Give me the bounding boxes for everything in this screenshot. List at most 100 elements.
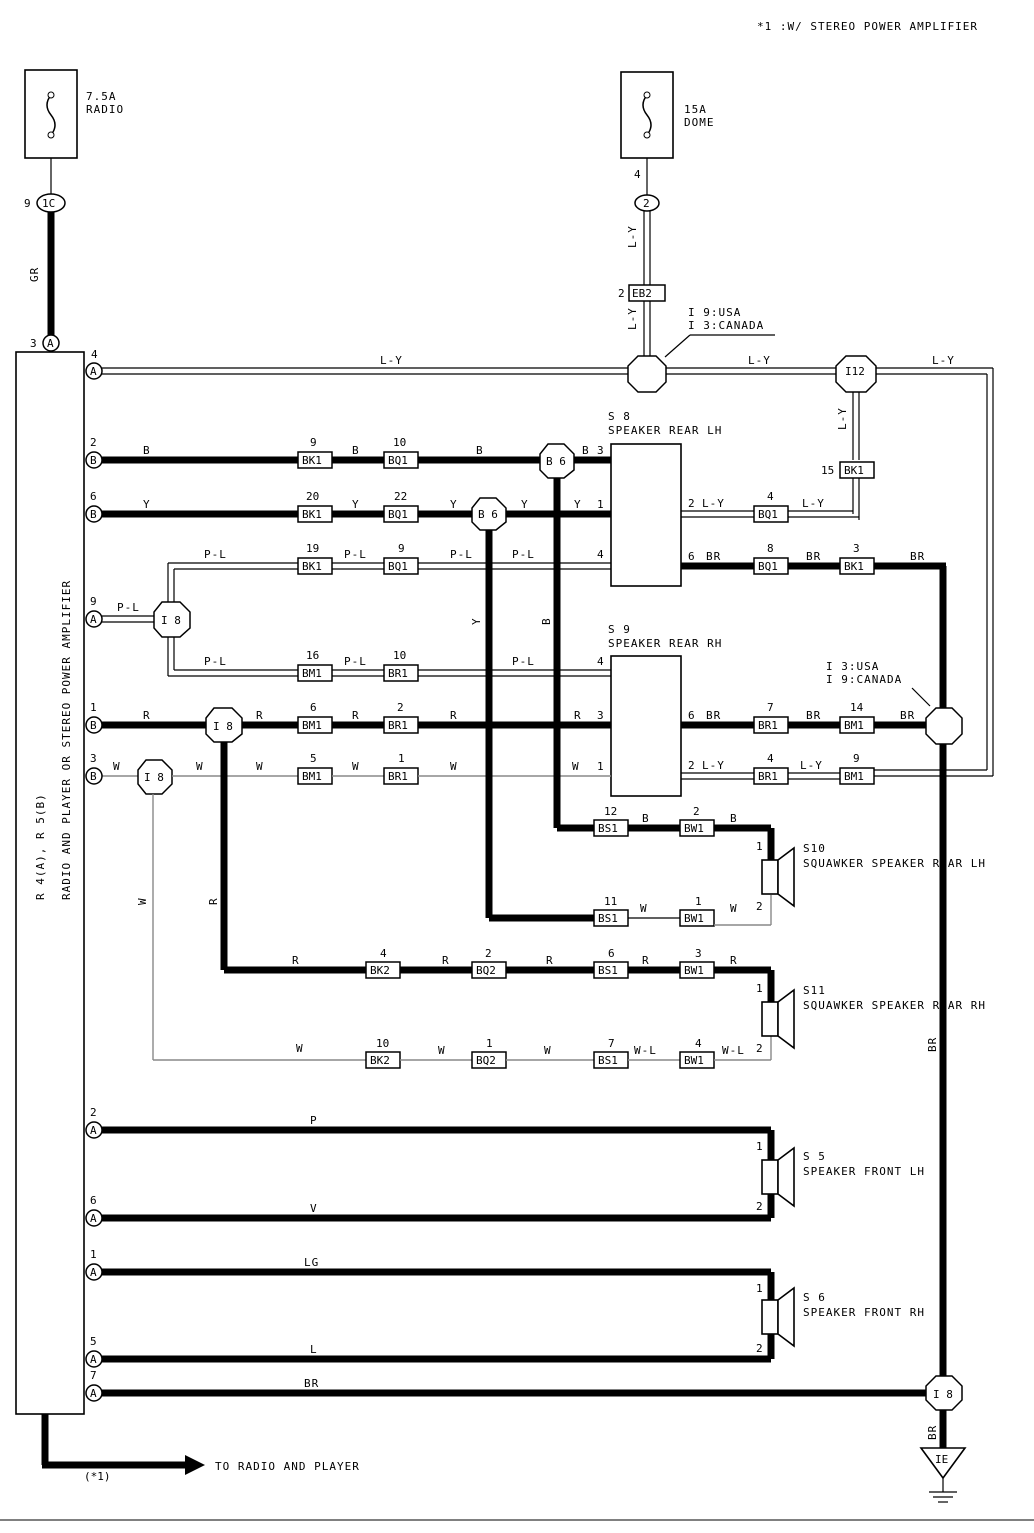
svg-text:Y: Y <box>470 617 483 625</box>
svg-text:S 6: S 6 <box>803 1291 826 1304</box>
svg-text:16: 16 <box>306 649 319 662</box>
svg-text:4: 4 <box>767 490 774 503</box>
svg-text:SQUAWKER SPEAKER REAR RH: SQUAWKER SPEAKER REAR RH <box>803 999 986 1012</box>
svg-text:20: 20 <box>306 490 319 503</box>
svg-text:B: B <box>642 812 650 825</box>
svg-text:W: W <box>450 760 458 773</box>
svg-text:1: 1 <box>597 760 604 773</box>
svg-text:I 9:CANADA: I 9:CANADA <box>826 673 902 686</box>
svg-text:Y: Y <box>352 498 360 511</box>
svg-text:BS1: BS1 <box>598 912 618 925</box>
svg-text:Y: Y <box>521 498 528 511</box>
svg-text:W-L: W-L <box>634 1044 657 1057</box>
svg-text:19: 19 <box>306 542 319 555</box>
svg-text:BR1: BR1 <box>388 719 408 732</box>
svg-text:S 5: S 5 <box>803 1150 826 1163</box>
svg-text:3: 3 <box>597 444 604 457</box>
radio-player-amplifier <box>15 351 85 1415</box>
svg-text:2: 2 <box>688 759 695 772</box>
svg-text:BR1: BR1 <box>388 667 408 680</box>
svg-text:2: 2 <box>756 900 763 913</box>
svg-text:W: W <box>730 902 738 915</box>
svg-text:SPEAKER REAR LH: SPEAKER REAR LH <box>608 424 722 437</box>
svg-text:BK1: BK1 <box>844 464 864 477</box>
svg-text:3: 3 <box>90 752 97 765</box>
svg-text:I 9:USA: I 9:USA <box>688 306 741 319</box>
svg-text:3: 3 <box>30 337 37 350</box>
svg-text:P: P <box>310 1114 318 1127</box>
svg-text:B: B <box>143 444 151 457</box>
svg-text:10: 10 <box>376 1037 389 1050</box>
svg-text:BR1: BR1 <box>758 770 778 783</box>
svg-text:L-Y: L-Y <box>626 225 639 248</box>
svg-text:W-L: W-L <box>722 1044 745 1057</box>
svg-text:B 6: B 6 <box>478 508 498 521</box>
svg-text:BM1: BM1 <box>302 770 322 783</box>
bottom-ref: (*1) <box>84 1470 111 1483</box>
svg-text:W: W <box>640 902 648 915</box>
svg-text:Y: Y <box>143 498 151 511</box>
svg-text:1: 1 <box>398 752 405 765</box>
svg-text:8: 8 <box>767 542 774 555</box>
svg-text:BQ1: BQ1 <box>388 454 408 467</box>
svg-text:R: R <box>256 709 264 722</box>
svg-text:I 8: I 8 <box>144 771 164 784</box>
svg-text:9: 9 <box>24 197 31 210</box>
svg-text:A: A <box>90 1353 97 1366</box>
speaker-rear-lh <box>610 443 682 587</box>
svg-text:BR: BR <box>706 709 721 722</box>
ground-ie <box>919 1447 967 1480</box>
svg-text:S10: S10 <box>803 842 826 855</box>
svg-text:9: 9 <box>90 595 97 608</box>
svg-text:7: 7 <box>90 1369 97 1382</box>
header-note: *1 :W/ STEREO POWER AMPLIFIER <box>757 20 978 33</box>
svg-text:BM1: BM1 <box>844 770 864 783</box>
junction-i8-w <box>137 759 173 795</box>
svg-text:P-L: P-L <box>204 655 227 668</box>
svg-text:LG: LG <box>304 1256 319 1269</box>
svg-text:4: 4 <box>634 168 641 181</box>
svg-text:W: W <box>296 1042 304 1055</box>
svg-text:B: B <box>540 617 553 625</box>
svg-text:R: R <box>546 954 554 967</box>
junction-i8-r <box>205 707 243 743</box>
svg-text:6: 6 <box>90 490 97 503</box>
svg-text:A: A <box>90 1387 97 1400</box>
svg-text:W: W <box>256 760 264 773</box>
svg-text:L-Y: L-Y <box>836 407 849 430</box>
svg-text:2: 2 <box>90 436 97 449</box>
svg-text:10: 10 <box>393 436 406 449</box>
svg-text:BW1: BW1 <box>684 912 704 925</box>
svg-text:I 8: I 8 <box>161 614 181 627</box>
svg-text:P-L: P-L <box>344 655 367 668</box>
svg-text:I 8: I 8 <box>213 720 233 733</box>
svg-text:Y: Y <box>450 498 458 511</box>
svg-text:BQ1: BQ1 <box>388 508 408 521</box>
svg-text:A: A <box>90 1212 97 1225</box>
svg-text:3: 3 <box>695 947 702 960</box>
svg-text:5: 5 <box>90 1335 97 1348</box>
svg-text:2: 2 <box>397 701 404 714</box>
svg-text:2: 2 <box>756 1200 763 1213</box>
svg-text:BQ2: BQ2 <box>476 964 496 977</box>
svg-text:BK2: BK2 <box>370 1054 390 1067</box>
svg-text:5: 5 <box>310 752 317 765</box>
svg-text:2: 2 <box>485 947 492 960</box>
svg-text:W: W <box>113 760 121 773</box>
svg-text:7: 7 <box>608 1037 615 1050</box>
svg-text:7: 7 <box>767 701 774 714</box>
svg-text:W: W <box>136 897 149 905</box>
svg-text:R: R <box>450 709 458 722</box>
svg-text:B: B <box>730 812 738 825</box>
svg-text:EB2: EB2 <box>632 287 652 300</box>
svg-text:BR: BR <box>304 1377 319 1390</box>
svg-text:6: 6 <box>90 1194 97 1207</box>
svg-text:BM1: BM1 <box>302 719 322 732</box>
junction-b6-mid <box>471 497 507 531</box>
squawker-lh-name: SQUAWKER SPEAKER REAR LH <box>803 857 986 870</box>
svg-text:1: 1 <box>486 1037 493 1050</box>
svg-text:P-L: P-L <box>512 655 535 668</box>
svg-text:P-L: P-L <box>512 548 535 561</box>
to-radio-label: TO RADIO AND PLAYER <box>215 1460 360 1473</box>
svg-text:R: R <box>442 954 450 967</box>
